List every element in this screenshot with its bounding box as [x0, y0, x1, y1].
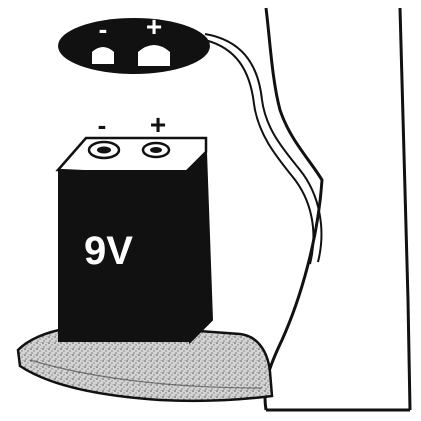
connector-wires [205, 34, 321, 264]
battery: - + 9V [58, 109, 212, 342]
snap-connector: - + [58, 11, 210, 74]
battery-negative-label: - [98, 110, 107, 140]
battery-positive-label: + [150, 109, 166, 140]
battery-positive-terminal [143, 143, 169, 157]
battery-voltage-label: 9V [84, 229, 133, 273]
battery-negative-terminal [89, 142, 119, 158]
snap-positive-label: + [146, 11, 162, 42]
snap-negative-label: - [99, 14, 108, 44]
device-housing [265, 8, 410, 410]
snap-negative-socket [92, 47, 114, 64]
snap-connector-body [58, 18, 210, 74]
